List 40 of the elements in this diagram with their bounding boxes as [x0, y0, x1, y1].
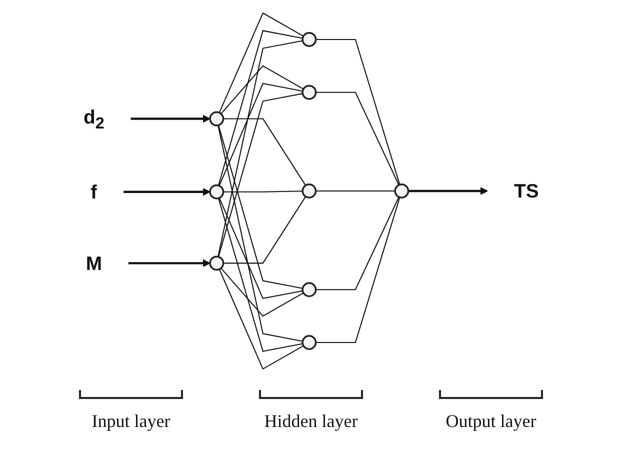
connector [316, 196, 400, 290]
connector [316, 197, 400, 344]
connector [316, 38, 400, 185]
node-text: f [90, 180, 97, 203]
node-circle [302, 84, 317, 100]
arrow [128, 259, 210, 268]
node-text: TS [514, 180, 539, 202]
connector [218, 82, 303, 186]
node-circle [209, 256, 224, 271]
layer-label: Hidden layer [264, 411, 358, 432]
connector [218, 198, 303, 300]
connector [218, 124, 303, 289]
node-circle [302, 32, 317, 47]
node-circle [209, 111, 224, 126]
connector [223, 118, 306, 186]
arrow [123, 188, 210, 196]
connector [316, 92, 400, 186]
node-text: d$_{2}$ [83, 106, 104, 132]
layer-label: Input layer [92, 411, 170, 432]
arrow [130, 114, 210, 123]
node-circle [209, 184, 224, 200]
connector [220, 65, 304, 114]
connector [217, 125, 303, 342]
connector [218, 93, 303, 257]
connector [316, 190, 395, 192]
node-circle [302, 335, 317, 350]
node-circle [302, 184, 317, 198]
node-circle [394, 184, 410, 198]
connector [218, 30, 303, 186]
connector [218, 198, 303, 352]
connector [223, 190, 302, 192]
arrow [408, 187, 488, 195]
connector [218, 12, 304, 113]
connector [220, 268, 304, 317]
connector [223, 196, 306, 264]
connector [217, 40, 303, 257]
layer-label: Output layer [446, 411, 536, 432]
connector [218, 269, 304, 370]
node-circle [302, 282, 317, 298]
node-text: M [86, 252, 102, 274]
